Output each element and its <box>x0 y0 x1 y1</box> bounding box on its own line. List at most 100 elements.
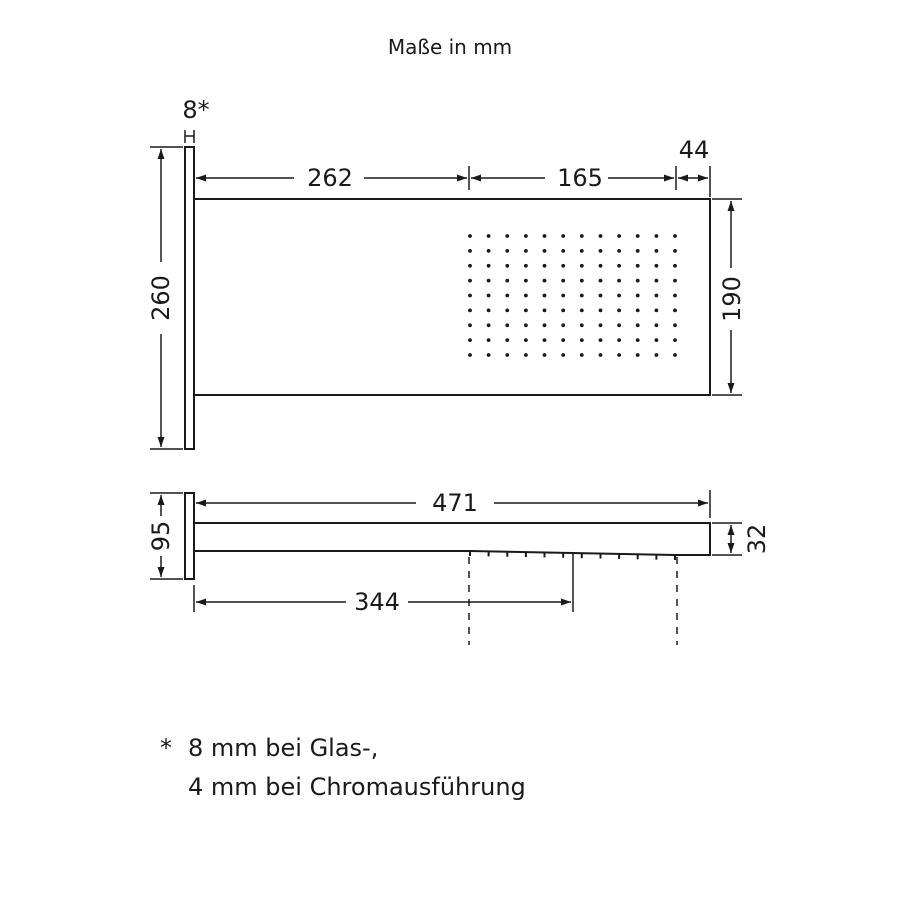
nozzle-dot <box>542 278 547 283</box>
nozzle-dot <box>654 293 659 298</box>
dimension-end-margin: 44 <box>678 136 711 197</box>
shower-head-top <box>193 198 711 396</box>
dimension-head-width: 190 <box>712 198 746 396</box>
nozzle-dot <box>673 249 677 253</box>
nozzle-dot <box>579 278 584 283</box>
shower-head-side <box>194 522 711 556</box>
nozzle-dot <box>654 353 659 357</box>
nozzle-dot <box>673 323 677 328</box>
nozzle-dot <box>524 338 528 342</box>
nozzle-dot <box>654 308 659 313</box>
nozzle-dot <box>598 249 603 253</box>
nozzle-dot <box>598 308 603 313</box>
nozzle-dot <box>561 263 566 268</box>
nozzle-dot <box>505 353 510 357</box>
nozzle-dot <box>524 323 528 328</box>
nozzle-dot <box>524 308 528 313</box>
footnote: * 8 mm bei Glas-, 4 mm bei Chromausführu… <box>160 734 526 801</box>
nozzle-dot <box>654 338 659 342</box>
nozzle-dot <box>542 338 547 342</box>
nozzle-dot <box>524 263 528 268</box>
nozzle-dot <box>524 293 528 298</box>
nozzle-dot <box>635 308 640 313</box>
nozzle-dot <box>617 338 621 342</box>
nozzle-dot <box>617 293 621 298</box>
nozzle-dot <box>673 308 677 313</box>
nozzle-dot <box>617 234 621 238</box>
nozzle-dot <box>505 234 510 238</box>
nozzle-dot <box>635 234 640 238</box>
nozzle-dot <box>598 323 603 328</box>
nozzle-dot <box>524 234 528 238</box>
dimension-total-length: 471 <box>196 489 711 518</box>
nozzle-dot <box>579 323 584 328</box>
nozzle-dot <box>524 353 528 357</box>
dimension-arm-length: 262 <box>196 164 470 192</box>
dimension-label-head-width: 190 <box>718 276 746 322</box>
nozzle-dot <box>579 234 584 238</box>
nozzle-dot <box>617 353 621 357</box>
nozzle-dot <box>505 293 510 298</box>
nozzle-dot <box>486 353 491 357</box>
dimension-label-spray-field-length: 165 <box>557 164 603 192</box>
dimension-label-arm-length: 262 <box>307 164 353 192</box>
nozzle-dot <box>561 234 566 238</box>
footnote-line-1: 8 mm bei Glas-, <box>188 734 378 762</box>
nozzle-grid <box>468 234 677 357</box>
nozzle-dot <box>561 293 566 298</box>
nozzle-dot <box>561 353 566 357</box>
drawing-title: Maße in mm <box>388 35 512 59</box>
nozzle-dot <box>542 308 547 313</box>
nozzle-dot <box>579 293 584 298</box>
dimension-label-plate-thickness: 8* <box>182 96 209 124</box>
nozzle-dot <box>486 263 491 268</box>
nozzle-dot <box>579 308 584 313</box>
nozzle-dot <box>505 308 510 313</box>
nozzle-dot <box>579 263 584 268</box>
dimension-label-plate-depth: 95 <box>147 521 175 552</box>
nozzle-dot <box>617 323 621 328</box>
nozzle-dot <box>598 338 603 342</box>
nozzle-dot <box>524 278 528 283</box>
nozzle-dot <box>561 338 566 342</box>
nozzle-dot <box>673 293 677 298</box>
nozzle-dot <box>486 308 491 313</box>
wall-plate-side <box>184 492 195 580</box>
nozzle-dot <box>617 308 621 313</box>
nozzle-dot <box>635 353 640 357</box>
dimension-total-height: 260 <box>147 146 183 450</box>
nozzle-dot <box>505 278 510 283</box>
nozzle-dot <box>673 278 677 283</box>
dimension-plate-depth: 95 <box>147 492 183 580</box>
footnote-marker: * <box>160 734 172 762</box>
nozzle-dot <box>468 293 472 298</box>
nozzle-dot <box>486 234 491 238</box>
nozzle-dot <box>635 293 640 298</box>
nozzle-dot <box>598 293 603 298</box>
dimension-head-thickness: 32 <box>712 522 771 556</box>
nozzle-dot <box>561 278 566 283</box>
dimension-label-outlet-center: 344 <box>354 588 400 616</box>
nozzle-dot <box>505 263 510 268</box>
nozzle-dot <box>468 278 472 283</box>
nozzle-dot <box>542 263 547 268</box>
nozzle-dot <box>505 323 510 328</box>
nozzle-dot <box>486 323 491 328</box>
nozzle-dot <box>654 323 659 328</box>
nozzle-dot <box>635 323 640 328</box>
nozzle-dot <box>542 234 547 238</box>
nozzle-dot <box>673 234 677 238</box>
nozzle-dot <box>542 323 547 328</box>
nozzle-dot <box>468 263 472 268</box>
dimension-spray-field-length: 165 <box>471 164 677 192</box>
nozzle-dot <box>635 278 640 283</box>
nozzle-dot <box>542 293 547 298</box>
wall-plate-top <box>184 146 195 450</box>
dimension-label-total-height: 260 <box>147 275 175 321</box>
nozzle-dot <box>579 353 584 357</box>
nozzle-dot <box>673 263 677 268</box>
nozzle-dot <box>635 249 640 253</box>
nozzle-dot <box>654 234 659 238</box>
nozzle-dot <box>598 353 603 357</box>
